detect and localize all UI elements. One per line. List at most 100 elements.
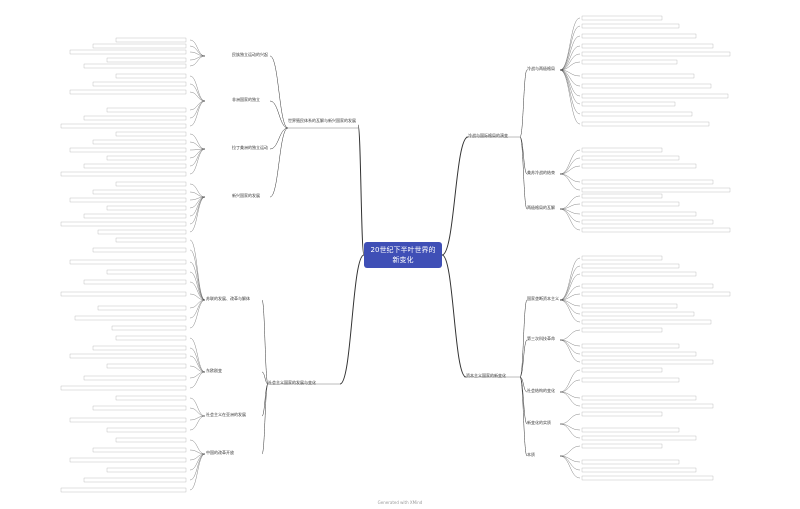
- connector-line: [559, 391, 581, 399]
- sub-capitalism-2[interactable]: 第三次科技革命: [527, 336, 555, 341]
- leaf-text-block: [581, 435, 697, 441]
- leaf-text-block: [83, 213, 187, 219]
- connector-line: [189, 83, 206, 102]
- root-topic[interactable]: 20世纪下半叶世界的 新变化: [364, 242, 442, 268]
- connector-line: [189, 365, 206, 373]
- leaf-text-block: [60, 123, 187, 129]
- sub-capitalism-4[interactable]: 新变化的实质: [527, 420, 551, 425]
- connector-line: [269, 55, 289, 129]
- leaf-text-block: [581, 319, 712, 325]
- connector-line: [189, 55, 206, 67]
- sub-cold-war-2[interactable]: 美苏冷战的结束: [527, 170, 555, 175]
- leaf-text-block: [115, 437, 187, 443]
- connector-line: [189, 281, 206, 301]
- leaf-text-block: [92, 139, 187, 145]
- leaf-text-block: [115, 237, 187, 243]
- sub-capitalism-1[interactable]: 国家垄断资本主义: [527, 296, 559, 301]
- leaf-text-block: [106, 155, 187, 161]
- connector-line: [189, 415, 206, 431]
- connector-line: [189, 299, 206, 319]
- leaf-text-block: [581, 227, 731, 233]
- connector-line: [189, 91, 206, 102]
- leaf-text-block: [106, 363, 187, 369]
- connector-line: [519, 299, 528, 378]
- connector-line: [559, 69, 581, 115]
- connector-line: [559, 173, 581, 191]
- sub-socialism-4[interactable]: 中国的改革开放: [206, 450, 234, 455]
- connector-line: [559, 329, 581, 341]
- leaf-text-block: [92, 405, 187, 411]
- connector-line: [559, 61, 581, 71]
- leaf-text-block: [581, 283, 714, 289]
- sub-cold-war-1[interactable]: 冷战与两极格局: [527, 66, 555, 71]
- connector-line: [189, 51, 206, 57]
- leaf-text-block: [581, 211, 697, 217]
- connector-line: [559, 208, 581, 223]
- sub-cold-war-3[interactable]: 两极格局的瓦解: [527, 205, 555, 210]
- leaf-text-block: [92, 189, 187, 195]
- leaf-text-block: [581, 147, 663, 153]
- sub-capitalism-3[interactable]: 社会结构的变化: [527, 388, 555, 393]
- connector-line: [559, 173, 581, 183]
- leaf-text-block: [97, 305, 187, 311]
- leaf-text-block: [581, 327, 663, 333]
- connector-line: [519, 69, 528, 138]
- leaf-text-block: [74, 315, 187, 321]
- leaf-text-block: [106, 269, 187, 275]
- connector-line: [189, 100, 206, 111]
- leaf-text-block: [581, 219, 714, 225]
- leaf-text-block: [581, 179, 714, 185]
- leaf-text-block: [581, 101, 676, 107]
- leaf-text-block: [581, 93, 729, 99]
- sub-third-world-4[interactable]: 新兴国家的发展: [232, 193, 260, 198]
- connector-line: [559, 149, 581, 175]
- connector-line: [559, 391, 581, 407]
- sub-capitalism-5[interactable]: 本质: [527, 452, 535, 457]
- connector-line: [189, 100, 206, 127]
- connector-line: [559, 35, 581, 71]
- connector-line: [559, 423, 581, 431]
- connector-line: [189, 449, 206, 455]
- leaf-text-block: [581, 311, 695, 317]
- leaf-text-block: [581, 303, 678, 309]
- sub-socialism-2[interactable]: 东欧剧变: [206, 368, 222, 373]
- leaf-text-block: [111, 325, 187, 331]
- branch-cold-war[interactable]: 冷战与国际格局的演变: [468, 133, 508, 138]
- leaf-text-block: [581, 367, 663, 373]
- connector-line: [189, 148, 206, 151]
- connector-line: [559, 369, 581, 393]
- leaf-text-block: [60, 221, 187, 227]
- connector-line: [189, 148, 206, 159]
- connector-line: [189, 271, 206, 301]
- leaf-text-block: [60, 291, 187, 297]
- connector-line: [189, 293, 206, 301]
- sub-socialism-1[interactable]: 苏联的发展、改革与解体: [206, 296, 250, 301]
- sub-third-world-1[interactable]: 民族独立运动的兴起: [232, 52, 268, 57]
- branch-socialism[interactable]: 社会主义国家的发展与变化: [268, 380, 316, 385]
- leaf-text-block: [92, 247, 187, 253]
- leaf-text-block: [115, 73, 187, 79]
- connector-line: [559, 265, 581, 301]
- connector-line: [559, 208, 581, 215]
- sub-socialism-3[interactable]: 社会主义在亚洲的发展: [206, 412, 246, 417]
- connector-line: [189, 45, 206, 57]
- connector-line: [189, 453, 206, 461]
- sub-third-world-3[interactable]: 拉丁美洲的独立运动: [232, 145, 268, 150]
- branch-capitalism[interactable]: 资本主义国家的新变化: [466, 373, 506, 378]
- connector-line: [261, 299, 269, 385]
- leaf-text-block: [581, 201, 680, 207]
- connector-line: [559, 445, 581, 457]
- leaf-text-block: [115, 395, 187, 401]
- leaf-text-block: [581, 359, 714, 365]
- sub-third-world-2[interactable]: 非洲国家的独立: [232, 97, 260, 102]
- connector-line: [189, 183, 206, 198]
- leaf-text-block: [581, 263, 680, 269]
- branch-third-world[interactable]: 世界殖民体系的瓦解与新兴国家的发展: [288, 118, 356, 123]
- leaf-text-block: [581, 411, 663, 417]
- connector-line: [519, 136, 528, 175]
- connector-line: [559, 257, 581, 301]
- connector-line: [189, 196, 206, 225]
- leaf-text-block: [83, 115, 187, 121]
- leaf-text-block: [69, 89, 187, 95]
